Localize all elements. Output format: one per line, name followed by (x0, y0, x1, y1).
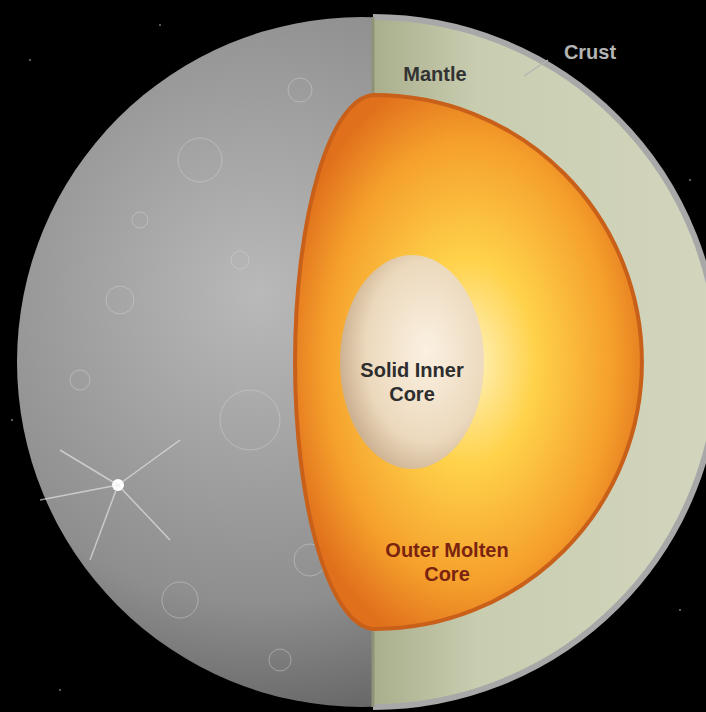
crater-ray (118, 440, 180, 485)
crater (288, 78, 312, 102)
crater (220, 390, 280, 450)
star (159, 24, 161, 26)
crater (269, 649, 291, 671)
rayed-crater (40, 440, 180, 560)
layer-label: Outer Molten Core (362, 538, 532, 586)
crater (106, 286, 134, 314)
crater-ray (40, 485, 118, 500)
star (29, 59, 31, 61)
layer-label: Solid Inner Core (342, 358, 482, 406)
crater (231, 251, 249, 269)
crater-ray (90, 485, 118, 560)
crater-ray (60, 450, 118, 485)
crater (162, 582, 198, 618)
layer-label: Crust (550, 40, 630, 64)
star (59, 689, 61, 691)
craters (70, 78, 326, 671)
crater (70, 370, 90, 390)
crater (132, 212, 148, 228)
crater (178, 138, 222, 182)
crater-ray (118, 485, 170, 540)
layer-label: Mantle (380, 62, 490, 86)
star (11, 419, 13, 421)
outer-core-region (295, 95, 642, 629)
star (689, 179, 691, 181)
star (679, 609, 681, 611)
leader-line (524, 60, 548, 76)
inner-core-region (340, 255, 484, 469)
